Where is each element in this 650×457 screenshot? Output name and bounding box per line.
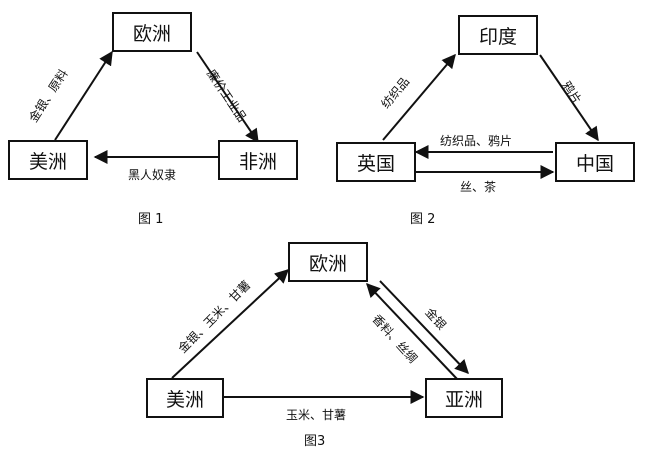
node-label: 中国 bbox=[575, 152, 614, 175]
arrow-britain-to-india bbox=[382, 53, 456, 141]
node-britain-fig2: 英国 bbox=[336, 142, 416, 182]
edge-label-africa-america-fig1: 黑人奴隶 bbox=[128, 168, 177, 182]
caption-fig3: 图3 bbox=[304, 434, 326, 449]
node-china-fig2: 中国 bbox=[555, 142, 635, 182]
node-america-fig3: 美洲 bbox=[146, 378, 224, 418]
node-america-fig1: 美洲 bbox=[8, 140, 88, 180]
node-africa-fig1: 非洲 bbox=[218, 140, 298, 180]
arrow-america-to-europe bbox=[54, 50, 113, 141]
node-india-fig2: 印度 bbox=[458, 15, 538, 55]
arrow-asia-to-europe-3 bbox=[366, 282, 459, 381]
node-asia-fig3: 亚洲 bbox=[425, 378, 503, 418]
node-label: 欧洲 bbox=[308, 252, 347, 275]
arrow-india-to-china bbox=[539, 54, 599, 142]
node-label: 非洲 bbox=[238, 150, 277, 173]
node-label: 美洲 bbox=[165, 388, 204, 411]
edge-label-america-asia-fig3: 玉米、甘薯 bbox=[286, 408, 347, 422]
node-label: 美洲 bbox=[28, 150, 67, 173]
node-label: 亚洲 bbox=[444, 388, 483, 411]
node-europe-fig1: 欧洲 bbox=[112, 12, 192, 52]
edge-label-britain-china-fig2: 丝、茶 bbox=[460, 180, 497, 194]
caption-fig1: 图 1 bbox=[138, 212, 164, 227]
node-label: 印度 bbox=[478, 25, 517, 48]
node-label: 欧洲 bbox=[132, 22, 171, 45]
node-europe-fig3: 欧洲 bbox=[288, 242, 368, 282]
edge-label-china-britain-fig2: 纺织品、鸦片 bbox=[440, 134, 513, 148]
node-label: 英国 bbox=[356, 152, 395, 175]
arrow-europe-to-africa bbox=[196, 51, 259, 144]
caption-fig2: 图 2 bbox=[410, 212, 436, 227]
arrow-america-to-europe-3 bbox=[171, 269, 290, 379]
arrow-europe-to-asia-3 bbox=[379, 280, 469, 375]
